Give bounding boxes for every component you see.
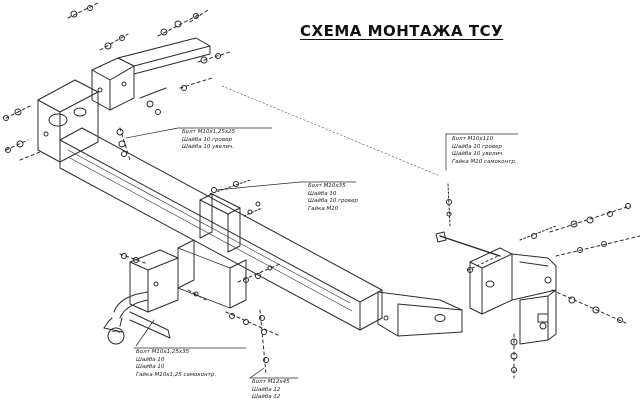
left-mounting-plate: [37, 79, 99, 163]
fastener-chain-lower-left: [119, 253, 281, 375]
beam-right-end-plate: [377, 291, 463, 337]
callout-line: Шайба 10: [136, 364, 165, 371]
callout-line: Шайба 10 увелич.: [182, 144, 235, 151]
main-crossbeam: [59, 127, 383, 331]
callout-line: Болт М10х110: [452, 136, 494, 142]
callout-line: Гайка М10: [308, 205, 339, 212]
callout-line: Шайба 10 гровер: [452, 143, 502, 150]
callout-line: Шайба 12: [252, 386, 281, 393]
fastener-chain-right: [435, 183, 640, 379]
callout-line: Шайба 10 гровер: [182, 136, 232, 143]
callout-bottom: Болт М12х45 Шайба 12 Шайба 12: [252, 379, 290, 402]
callout-line: Болт М10х1,25х25: [182, 129, 236, 135]
callout-upper-left: Болт М10х1,25х25 Шайба 10 гровер Шайба 1…: [182, 129, 235, 152]
callout-line: Шайба 10: [308, 190, 337, 197]
callout-center: Болт М10х35 Шайба 10 Шайба 10 гровер Гай…: [308, 183, 358, 213]
dotted-leader-long: [221, 85, 441, 177]
callout-right: Болт М10х110 Шайба 10 гровер Шайба 10 ув…: [452, 136, 517, 166]
callout-line: Гайка М10х1,25 самоконтр.: [136, 371, 217, 378]
callout-lower-left: Болт М10х1,25х35 Шайба 10 Шайба 10 Гайка…: [136, 349, 216, 379]
diagram-title: СХЕМА МОНТАЖА ТСУ: [300, 22, 504, 40]
fastener-chain-center: [209, 179, 281, 283]
callout-line: Шайба 10: [136, 356, 165, 363]
callout-line: Гайка М10 самоконтр.: [452, 158, 517, 165]
callout-line: Шайба 10 гровер: [308, 198, 358, 205]
callout-line: Болт М10х1,25х35: [136, 349, 190, 355]
callout-line: Болт М10х35: [308, 183, 346, 189]
right-mounting-plate: [469, 247, 557, 345]
callout-line: Шайба 12: [252, 394, 281, 401]
callout-leaders: [125, 127, 519, 379]
tow-ball-assembly: [103, 249, 179, 345]
callout-line: Шайба 10 увелич.: [452, 151, 505, 158]
upper-left-bracket: [91, 37, 211, 111]
callout-line: Болт М12х45: [252, 379, 290, 385]
fastener-chain-upper-left: [3, 1, 231, 161]
